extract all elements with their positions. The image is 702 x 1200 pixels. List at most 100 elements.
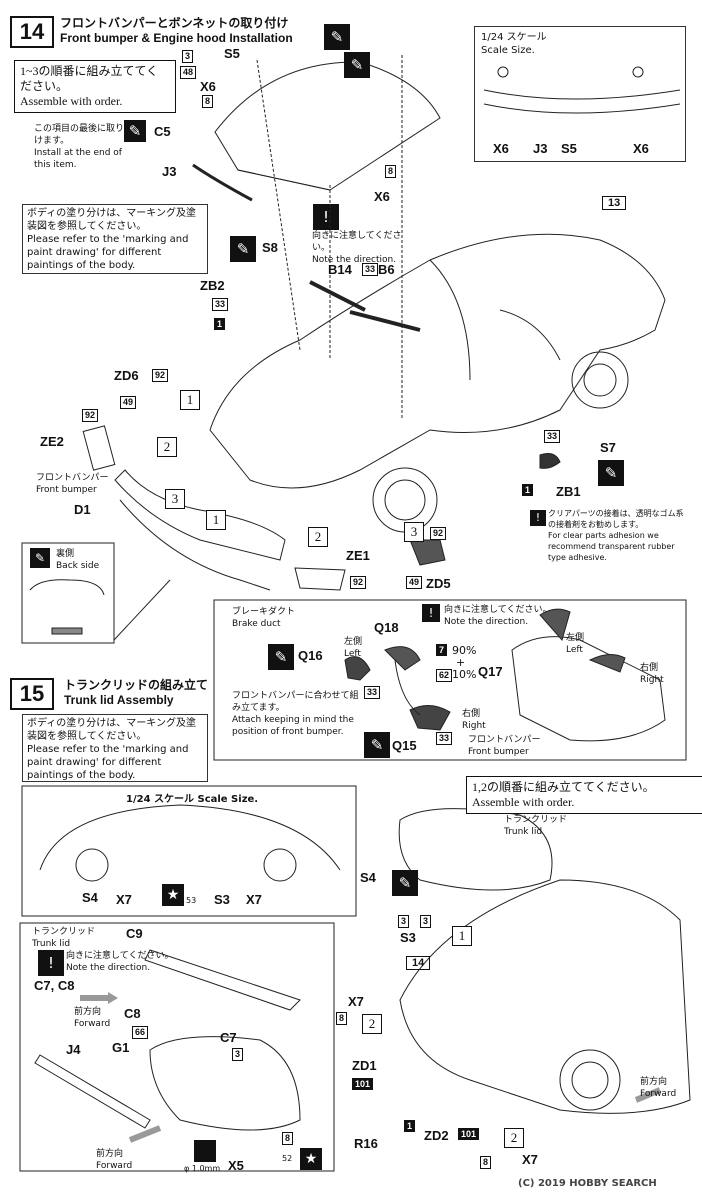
step-14-title-jp: フロントバンパーとボンネットの取り付け <box>60 16 289 30</box>
step-14-title-en: Front bumper & Engine hood Installation <box>60 31 293 45</box>
install-last-jp: この項目の最後に取り付けます。 <box>34 124 134 146</box>
clear-note-jp: クリアパーツの接着は、透明なゴム系の接着剤をお勧めします。 <box>548 509 684 529</box>
part-j3: J3 <box>162 164 177 179</box>
direction-15-jp: 向きに注意してください。 <box>66 951 174 961</box>
step-14-number: 14 <box>10 16 54 48</box>
part-zd6: ZD6 <box>114 368 139 383</box>
left-en-1: Left <box>344 649 361 659</box>
part-q17: Q17 <box>478 664 503 679</box>
order-15-1: 1 <box>452 926 472 946</box>
attach-jp: フロントバンパーに合わせて組み立てます。 <box>232 691 359 713</box>
caution-icon-clear: ! <box>530 510 546 526</box>
assembly-order-note-15: 1,2の順番に組み立ててください。 Assemble with order. <box>466 776 702 814</box>
num-1-b: 1 <box>522 484 534 496</box>
brake-duct-label: ブレーキダクト Brake duct <box>232 606 295 630</box>
part-r16: R16 <box>354 1136 378 1151</box>
part-c7-c8: C7, C8 <box>34 978 75 993</box>
paint-icon-back: ✎ <box>30 548 50 568</box>
num-8-a-15: 8 <box>282 1132 294 1145</box>
trunk-jp: トランクリッド <box>32 927 96 937</box>
part-q18: Q18 <box>374 620 399 635</box>
num-49-b: 49 <box>406 576 423 589</box>
order-2-b: 2 <box>308 527 328 547</box>
front-bumper-en-2: Front bumper <box>468 747 529 757</box>
part-c7: C7 <box>220 1030 237 1045</box>
scale-part-x6-left: X6 <box>493 141 509 156</box>
part-zd2: ZD2 <box>424 1128 449 1143</box>
num-1-a: 1 <box>214 318 226 330</box>
num-52: 52 <box>282 1154 293 1163</box>
part-s3: S3 <box>400 930 416 945</box>
num-3: 3 <box>182 50 194 63</box>
order-15-2-a: 2 <box>362 1014 382 1034</box>
order-15-jp: 1,2の順番に組み立ててください。 <box>472 780 655 794</box>
step-15-title-jp: トランクリッドの組み立て <box>64 678 209 692</box>
mix-plus: + <box>456 656 466 669</box>
left-jp-1: 左側 <box>344 637 363 647</box>
scale-part-j3: J3 <box>533 141 548 156</box>
right-jp-2: 右側 <box>640 663 659 673</box>
body-note-jp: ボディの塗り分けは、マーキング及塗装図を参照してください。 <box>27 208 196 232</box>
body-paint-note-box-15: ボディの塗り分けは、マーキング及塗装図を参照してください。 Please ref… <box>22 714 208 782</box>
brake-direction-jp: 向きに注意してください。 <box>444 605 552 615</box>
num-49-a: 49 <box>120 396 137 409</box>
drill-size: φ 1.0mm <box>184 1164 221 1173</box>
install-last-en: Install at the end of this item. <box>34 148 122 170</box>
part-zb2: ZB2 <box>200 278 225 293</box>
scale-s3: S3 <box>214 892 230 907</box>
right-jp-1: 右側 <box>462 709 481 719</box>
body-note-en: Please refer to the 'marking and paint d… <box>27 234 189 271</box>
num-53: 53 <box>186 896 197 905</box>
right-label-2: 右側 Right <box>640 662 664 686</box>
star-icon: ★ <box>162 884 184 906</box>
num-8-b-15: 8 <box>336 1012 348 1025</box>
part-b14: B14 <box>328 262 352 277</box>
right-en-1: Right <box>462 721 486 731</box>
brake-duct-en: Brake duct <box>232 619 281 629</box>
scale-part-s5: S5 <box>561 141 577 156</box>
order-15-2-b: 2 <box>504 1128 524 1148</box>
part-s5: S5 <box>224 46 240 61</box>
trunk-en: Trunk lid <box>32 939 71 949</box>
num-33-b: 33 <box>544 430 561 443</box>
paint-icon-hood-b: ✎ <box>344 52 370 78</box>
paint-icon-q16: ✎ <box>268 644 294 670</box>
num-7: 7 <box>436 644 448 656</box>
attach-en: Attach keeping in mind the position of f… <box>232 715 354 737</box>
part-s8: S8 <box>262 240 278 255</box>
forward-jp-3: 前方向 <box>640 1077 668 1087</box>
left-label-1: 左側 Left <box>344 636 362 660</box>
direction-en: Note the direction. <box>312 255 397 265</box>
scale-jp: 1/24 スケール <box>481 32 547 43</box>
order-3-b: 3 <box>404 522 424 542</box>
forward-en-2: Forward <box>96 1161 133 1171</box>
back-side-label: 裏側 Back side <box>56 548 99 572</box>
scale-x7-b: X7 <box>246 892 262 907</box>
step-15-title-en: Trunk lid Assembly <box>64 693 174 707</box>
num-1-15: 1 <box>404 1120 416 1132</box>
num-62: 62 <box>436 669 453 682</box>
num-92-c: 92 <box>430 527 447 540</box>
install-last-note: この項目の最後に取り付けます。 Install at the end of th… <box>34 123 134 171</box>
assembly-order-note: 1~3の順番に組み立ててください。 Assemble with order. <box>14 60 176 113</box>
part-g1: G1 <box>112 1040 130 1055</box>
front-bumper-jp: フロントバンパー <box>36 473 109 483</box>
part-ze1: ZE1 <box>346 548 370 563</box>
body-note-15-en: Please refer to the 'marking and paint d… <box>27 744 189 781</box>
num-33-d: 33 <box>436 732 453 745</box>
part-b6: B6 <box>378 262 395 277</box>
order-2-a: 2 <box>157 437 177 457</box>
right-en-2: Right <box>640 675 664 685</box>
paint-icon-s8: ✎ <box>230 236 256 262</box>
scale-title-15: 1/24 スケール Scale Size. <box>126 794 259 805</box>
caution-icon-brake: ! <box>422 604 440 622</box>
drill-icon <box>194 1140 216 1162</box>
forward-en-1: Forward <box>74 1019 111 1029</box>
direction-15-en: Note the direction. <box>66 963 151 973</box>
back-side-jp: 裏側 <box>56 549 75 559</box>
num-3-c: 3 <box>420 915 432 928</box>
part-x5: X5 <box>228 1158 244 1173</box>
ref-step-13: 13 <box>602 196 627 210</box>
trunk-label-2: トランクリッド Trunk lid <box>504 814 567 838</box>
direction-note-15: 向きに注意してください。 Note the direction. <box>66 950 173 974</box>
